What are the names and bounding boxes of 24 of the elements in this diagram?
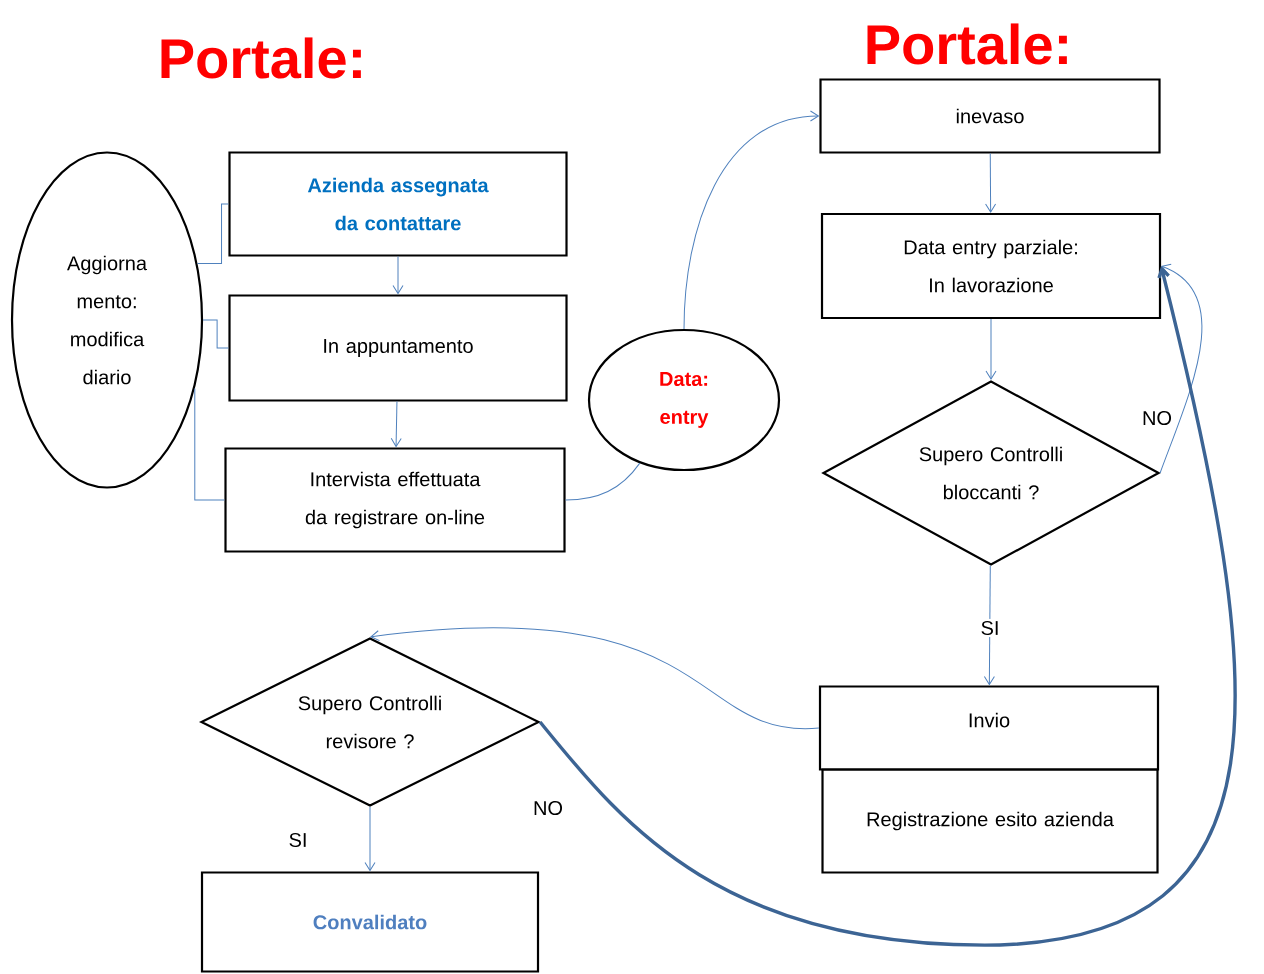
ellipse-node: Data: entry (587, 328, 781, 472)
title: Portale: (161, 37, 361, 79)
process-box: Azienda assegnata da contattare (228, 151, 568, 257)
arrow (985, 153, 997, 213)
arrow (985, 318, 997, 380)
process-box: Data entry parziale: In lavorazione (820, 212, 1162, 320)
process-box: Registrazione esito azienda (821, 768, 1159, 874)
process-box: Convalidato (200, 871, 540, 973)
arrow (983, 565, 995, 685)
arrow (392, 256, 404, 294)
ellipse-node: Aggiorna mento: modifica diario (10, 151, 204, 489)
arrow (390, 401, 402, 447)
arrow (364, 806, 376, 871)
arrow (370, 627, 820, 729)
process-box: In appuntamento (228, 294, 568, 402)
edge-label: SI (286, 830, 310, 850)
title: Portale: (867, 23, 1067, 65)
process-box: inevaso (819, 78, 1161, 154)
process-box: Intervista effettuata da registrare on-line (224, 447, 566, 553)
process-box: Invio (818, 685, 1160, 771)
edge-label: SI (978, 618, 1002, 638)
arrow (1159, 263, 1203, 474)
arrow (538, 266, 1237, 947)
arrow (683, 110, 819, 330)
